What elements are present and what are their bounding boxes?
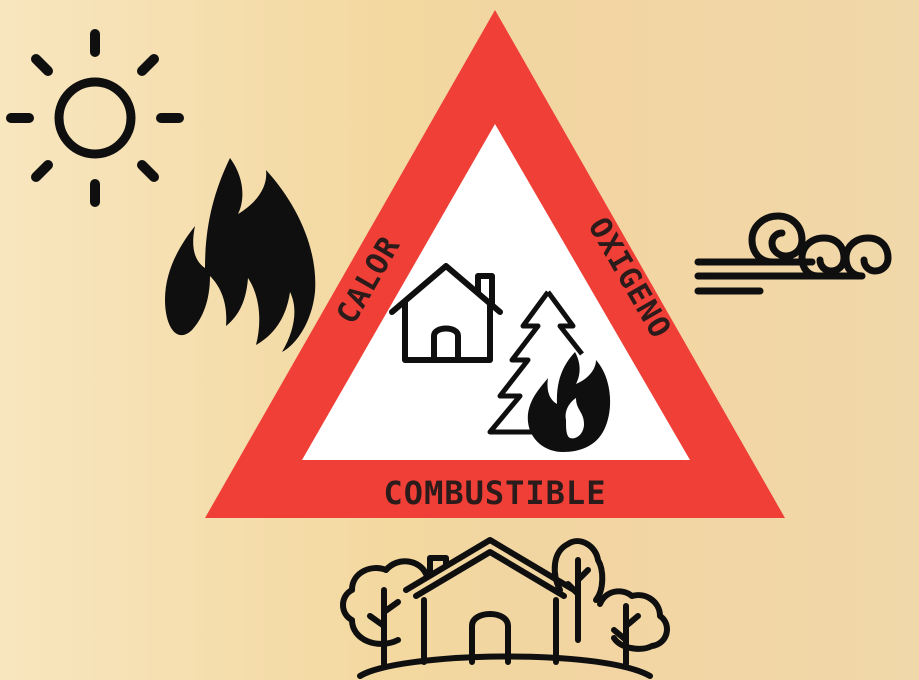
sun-icon bbox=[11, 34, 179, 202]
combustible-label: COMBUSTIBLE bbox=[384, 474, 607, 512]
wind-icon bbox=[698, 216, 888, 291]
flame-icon bbox=[165, 158, 315, 352]
house-in-forest-icon bbox=[343, 540, 667, 676]
